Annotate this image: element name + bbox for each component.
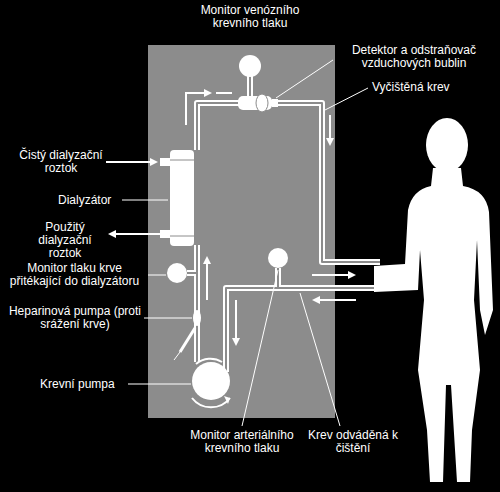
leader-lines — [122, 60, 368, 426]
callout-label: Krev odváděná k čištění — [298, 429, 408, 455]
inflow-monitor — [167, 263, 187, 283]
callout-label: Krevní pumpa — [40, 378, 130, 391]
callout-label: Čistý dialyzační roztok — [18, 149, 104, 175]
dialyzer — [160, 150, 194, 246]
callout-label: Použitý dialyzační roztok — [22, 221, 108, 260]
callout-label: Dialyzátor — [58, 194, 120, 207]
patient-silhouette — [374, 118, 493, 482]
callout-label: Detektor a odstraňovač vzduchových bubli… — [335, 44, 493, 70]
callout-label: Monitor venózního krevního tlaku — [190, 4, 310, 30]
callout-label: Monitor tlaku krve přitékající do dialyz… — [2, 262, 147, 288]
blood-pump — [192, 359, 230, 408]
callout-label: Vyčištěná krev — [372, 81, 482, 94]
arterial-monitor — [268, 248, 288, 268]
callout-label: Heparinová pumpa (proti srážení krve) — [8, 305, 142, 331]
flow-arrows — [186, 89, 356, 346]
air-detector — [238, 94, 278, 112]
venous-monitor — [239, 55, 261, 77]
dialysate-arrows — [106, 158, 160, 238]
callout-label: Monitor arteriálního krevního tlaku — [182, 429, 302, 455]
tubing — [187, 76, 380, 372]
